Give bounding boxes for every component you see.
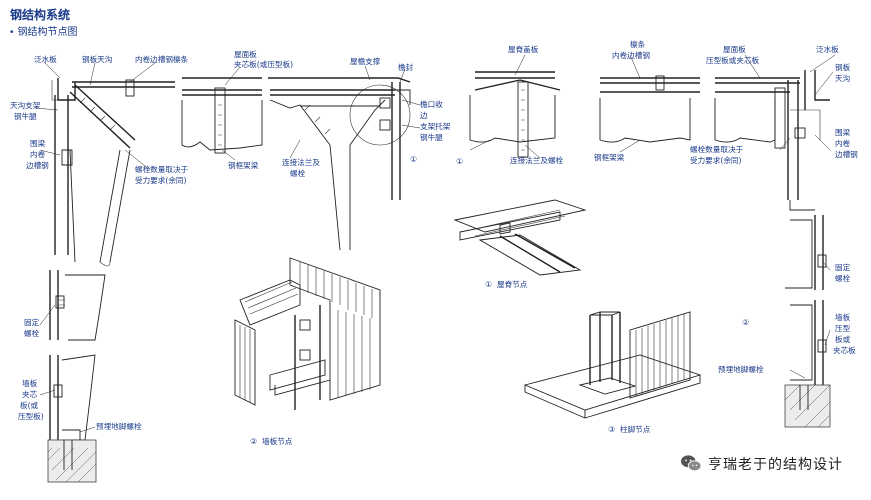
label-biancaogang: 边槽钢: [26, 160, 49, 170]
label-circle3-zj: ③: [608, 425, 615, 434]
purlin-detail-right: [599, 75, 700, 143]
page-title: 钢结构系统: [10, 8, 71, 22]
label-weiliang-right: 围梁: [835, 128, 851, 137]
label-gangban-right: 钢板: [835, 62, 851, 72]
page-subtitle: •钢结构节点图: [10, 23, 78, 38]
label-qiangban-right-4: 夹芯板: [833, 345, 856, 355]
label-fanshuiban-left: 泛水板: [34, 54, 57, 64]
label-lianjie-falan-right: 连接法兰及螺栓: [510, 155, 564, 165]
left-wall-base: [47, 354, 97, 483]
label-guding-right-b: 螺栓: [835, 273, 851, 283]
label-zhujiao-jiedian: 柱脚节点: [620, 424, 651, 434]
label-shouli-yaoqiu-right: 受力要求(余同): [690, 155, 742, 165]
label-luoshuan-left: 螺栓: [290, 168, 306, 178]
label-yaxingban-right: 压型板或夹芯板: [706, 55, 760, 65]
label-neijuan-right: 内卷: [835, 138, 851, 148]
subtitle-text: 钢结构节点图: [17, 27, 78, 38]
leader-lines: [34, 54, 836, 433]
label-wuji-gaiban: 屋脊盖板: [508, 44, 539, 54]
label-circle1-b: ①: [456, 157, 463, 166]
label-qiangban-right-1: 墙板: [835, 312, 851, 322]
label-tiangou-right: 天沟: [835, 73, 850, 83]
label-neijuan: 内卷: [30, 149, 46, 159]
label-qiangban-left-1: 墙板: [22, 378, 38, 388]
label-wuyan-zhicheng: 屋檐支撑: [350, 56, 381, 66]
label-qiangban-right-3: 板或: [835, 334, 851, 344]
label-qiangban-left-4: 压型板): [18, 411, 44, 421]
label-shouli-yaoqiu-left: 受力要求(余同): [135, 175, 187, 185]
label-zhijia-tuojia: 支架托架: [420, 121, 451, 131]
label-lintiao: 檩条: [630, 39, 646, 49]
label-qiangban-left-3: 板(或: [20, 400, 39, 410]
label-yumai-left: 预埋地脚螺栓: [96, 421, 142, 431]
label-bian: 边: [420, 111, 428, 120]
label-neijuan-caogang: 内卷边槽钢: [612, 50, 650, 60]
right-wall-upper: [785, 215, 827, 290]
label-lianjie-falan-left: 连接法兰及: [282, 157, 320, 167]
mid-flange-detail: [181, 77, 263, 154]
label-gangban-tiangou: 钢板天沟: [82, 54, 112, 64]
label-qiangban-left-2: 夹芯: [22, 389, 38, 399]
label-gang-niutui2: 钢牛腿: [420, 132, 443, 142]
left-eave-detail: [51, 78, 175, 267]
label-qiangban-jiedian: 墙板节点: [262, 436, 293, 446]
label-qiangban-right-2: 压型: [835, 324, 851, 333]
watermark-text: 亨瑞老于的结构设计: [708, 457, 843, 473]
label-wumianban-left: 屋面板: [234, 49, 257, 59]
label-yumai-right: 预埋地脚螺栓: [718, 364, 764, 374]
right-wall-base: [784, 300, 831, 428]
label-yanfeng: 檐封: [398, 62, 414, 72]
eave-support-detail: [268, 77, 411, 251]
label-gang-niutui: 钢牛腿: [14, 111, 37, 121]
left-wall-middle: [49, 270, 106, 341]
label-luoshuan-shuliang-right: 螺栓数量取决于: [690, 144, 744, 154]
label-circle2-qb: ②: [250, 437, 257, 446]
label-fanshuiban-right: 泛水板: [816, 44, 839, 54]
label-tiangou-zhijia: 天沟支架: [10, 100, 41, 110]
label-guding-left-a: 固定: [24, 317, 40, 327]
label-gangkuangjia-liang-left: 钢框架梁: [228, 160, 259, 170]
label-weiliang-left: 围梁: [30, 139, 46, 148]
wall-panel-node: [234, 257, 381, 410]
labels: 泛水板 钢板天沟 内卷边槽钢檩条 屋面板 夹芯板(或压型板) 屋檐支撑 檐封 天…: [10, 39, 858, 446]
label-guding-left-b: 螺栓: [24, 328, 40, 338]
label-wuji-jiedian: 屋脊节点: [497, 279, 528, 289]
label-circle1-a: ①: [410, 155, 417, 164]
label-neijuanbian-lintiao: 内卷边槽钢檩条: [135, 54, 189, 64]
label-wumianban-right: 屋面板: [723, 44, 746, 54]
bullet: •: [10, 27, 14, 38]
label-jiaxinban-left: 夹芯板(或压型板): [234, 59, 293, 69]
label-guding-right-a: 固定: [835, 262, 851, 272]
ridge-detail-right: [469, 71, 561, 158]
wechat-icon: [681, 455, 702, 472]
label-yankou-shou: 檐口收: [420, 99, 443, 109]
label-circle1-wj: ①: [485, 280, 492, 289]
label-circle2-r: ②: [742, 318, 749, 327]
right-eave-detail: [714, 70, 830, 211]
label-gangkuangjia-liang-right: 钢框架梁: [594, 152, 625, 162]
column-foot-node: [523, 311, 702, 419]
ridge-node: [453, 199, 587, 276]
watermark: 亨瑞老于的结构设计: [680, 454, 843, 474]
label-biancaogang-right: 边槽钢: [835, 149, 858, 159]
label-luoshuan-shuliang-left: 螺栓数量取决于: [135, 164, 189, 174]
